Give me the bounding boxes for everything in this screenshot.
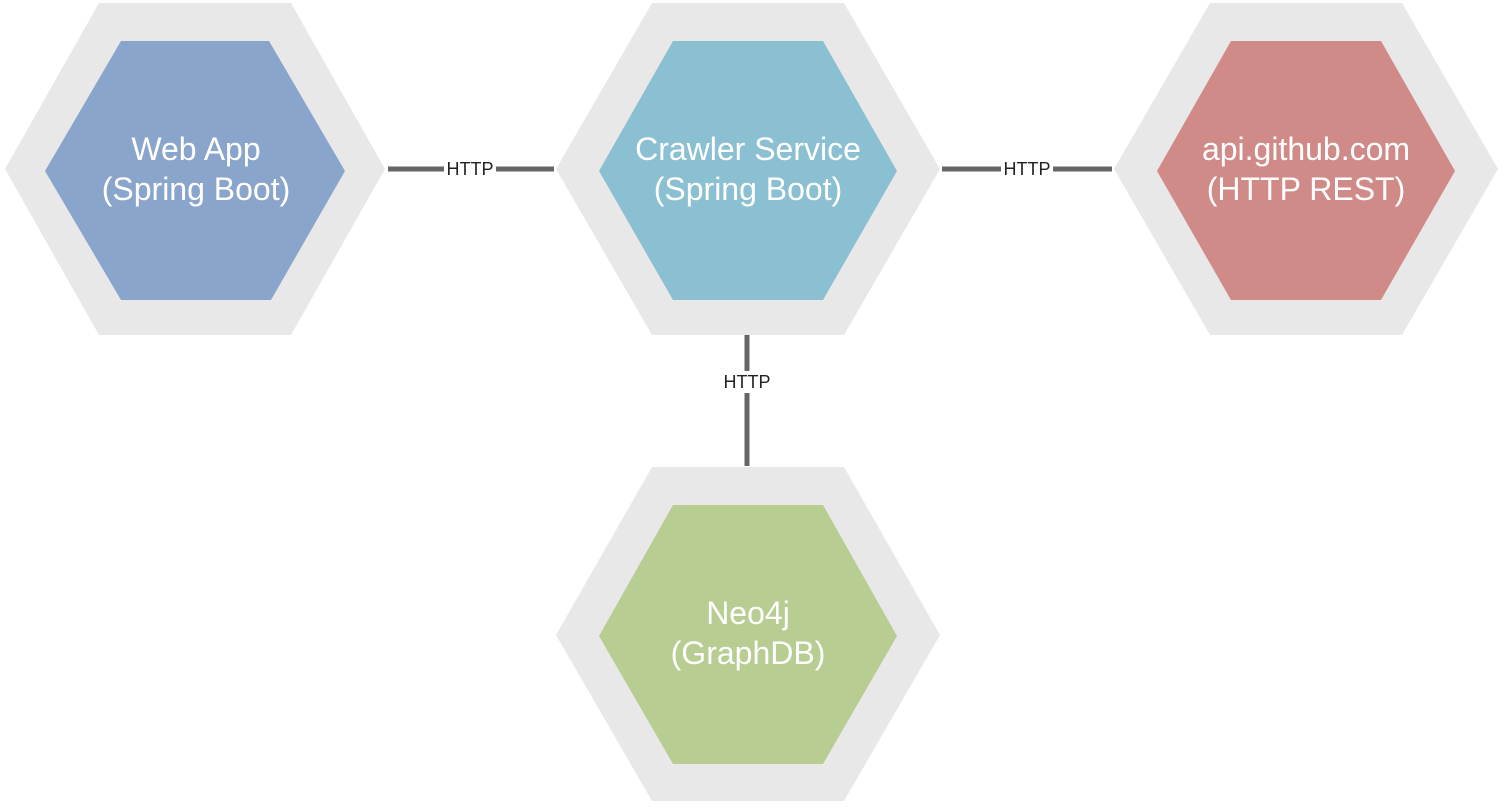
edge-label-bg xyxy=(444,158,496,180)
edge-label: HTTP xyxy=(447,159,494,179)
node-hex xyxy=(599,505,897,764)
edge-label: HTTP xyxy=(1004,159,1051,179)
node-subtitle: (Spring Boot) xyxy=(102,171,291,207)
node-github-api[interactable]: api.github.com (HTTP REST) xyxy=(1114,3,1498,335)
node-hex xyxy=(45,41,345,300)
node-subtitle: (GraphDB) xyxy=(671,635,826,671)
node-subtitle: (Spring Boot) xyxy=(654,171,843,207)
node-neo4j[interactable]: Neo4j (GraphDB) xyxy=(556,467,940,801)
node-web-app[interactable]: Web App (Spring Boot) xyxy=(5,3,385,335)
node-title: api.github.com xyxy=(1202,131,1410,167)
node-hex xyxy=(599,41,897,300)
edge-label-bg xyxy=(1001,158,1053,180)
edge-label-bg xyxy=(719,371,775,393)
node-hex xyxy=(1157,41,1455,300)
node-title: Web App xyxy=(131,131,260,167)
node-subtitle: (HTTP REST) xyxy=(1207,171,1406,207)
edge-label: HTTP xyxy=(724,372,771,392)
edge-web-app-crawler: HTTP xyxy=(388,158,554,180)
node-crawler-service[interactable]: Crawler Service (Spring Boot) xyxy=(556,3,940,335)
edge-crawler-github: HTTP xyxy=(942,158,1112,180)
node-title: Crawler Service xyxy=(635,131,861,167)
node-title: Neo4j xyxy=(706,595,790,631)
